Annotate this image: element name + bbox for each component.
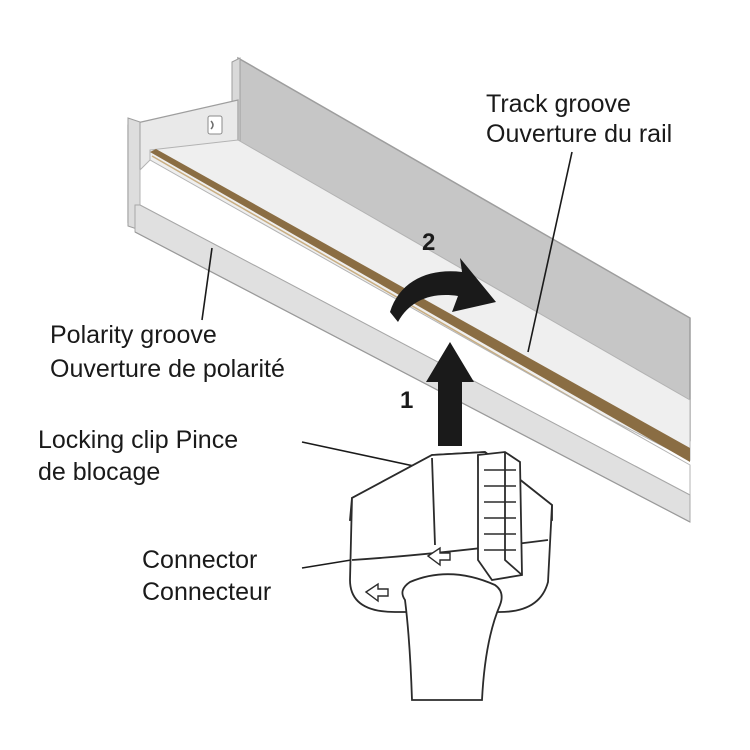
rail-lower-lip [139, 159, 691, 496]
step-1-number: 1 [400, 387, 413, 414]
step-1-group: 1 [400, 342, 474, 446]
rail-front-face [134, 204, 691, 523]
rail-notch-mark [210, 120, 214, 130]
small-outline-arrow-icon [426, 546, 451, 567]
arrow-up-icon [426, 342, 474, 446]
polarity-groove-label-en: Polarity groove [50, 321, 217, 349]
rotate-arrow-icon [390, 258, 496, 322]
locking-clip-label-line1: Locking clip Pince [38, 426, 238, 454]
small-outline-arrow-icon-2 [364, 582, 389, 603]
connector-label-fr: Connecteur [142, 578, 271, 606]
polarity-strip [150, 149, 690, 462]
locking-clip-side [504, 452, 523, 576]
step-2-number: 2 [422, 229, 435, 256]
polarity-groove-label-fr: Ouverture de polarité [50, 355, 285, 383]
connector-body [349, 451, 553, 701]
rail-bottom-edge [134, 231, 691, 523]
track-groove-label-fr: Ouverture du rail [486, 120, 672, 148]
locking-clip-body [477, 451, 523, 581]
track-groove-label-en: Track groove [486, 90, 631, 118]
connector-neck [401, 573, 503, 701]
locking-clip-label-line2: de blocage [38, 458, 160, 486]
track-groove-leader [527, 151, 573, 353]
step-2-group: 2 [390, 229, 496, 322]
locking-clip-ribs [484, 469, 516, 551]
polarity-groove-leader [201, 247, 213, 321]
locking-clip [477, 451, 523, 581]
labels: Track groove Ouverture du rail Polarity … [38, 90, 672, 606]
connector-label-en: Connector [142, 546, 257, 574]
rail-notch [207, 115, 223, 135]
